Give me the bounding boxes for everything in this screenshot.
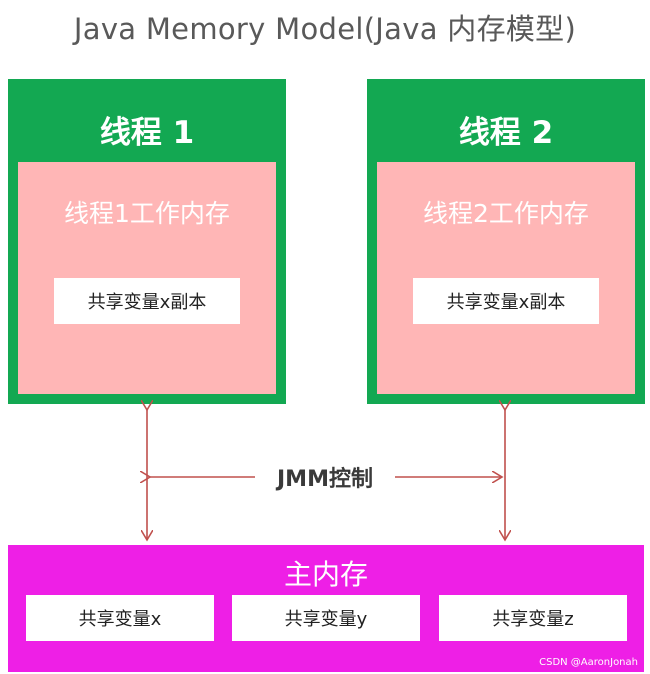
thread-2-work-memory-title: 线程2工作内存 bbox=[423, 199, 589, 228]
thread-2-variable-copy: 共享变量x副本 bbox=[413, 278, 599, 324]
csdn-watermark: CSDN @AaronJonah bbox=[539, 657, 638, 668]
shared-variable-y: 共享变量y bbox=[232, 595, 420, 641]
thread-1-box: 线程 1 线程1工作内存 共享变量x副本 bbox=[8, 79, 286, 404]
thread-1-variable-copy: 共享变量x副本 bbox=[54, 278, 240, 324]
shared-variable-x: 共享变量x bbox=[26, 595, 214, 641]
thread-2-title: 线程 2 bbox=[458, 115, 554, 151]
thread-1-title: 线程 1 bbox=[99, 115, 195, 151]
thread-2-box: 线程 2 线程2工作内存 共享变量x副本 bbox=[367, 79, 645, 404]
jmm-control-label: JMM控制 bbox=[255, 461, 395, 493]
shared-variable-z: 共享变量z bbox=[439, 595, 627, 641]
main-memory-box: 主内存 共享变量x 共享变量y 共享变量z CSDN @AaronJonah bbox=[8, 545, 644, 672]
main-memory-title: 主内存 bbox=[283, 558, 368, 591]
thread-1-work-memory-title: 线程1工作内存 bbox=[64, 199, 230, 228]
thread-2-work-memory: 线程2工作内存 共享变量x副本 bbox=[377, 162, 635, 394]
thread-1-work-memory: 线程1工作内存 共享变量x副本 bbox=[18, 162, 276, 394]
diagram-title: Java Memory Model(Java 内存模型) bbox=[73, 12, 577, 46]
